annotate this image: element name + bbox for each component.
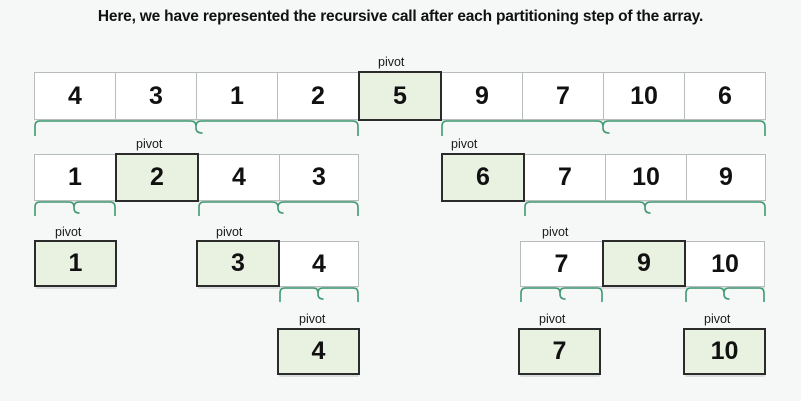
pivot-label-l2-2: pivot bbox=[136, 137, 163, 151]
row3-c-shadow bbox=[522, 286, 765, 289]
brace-l1-right bbox=[441, 120, 766, 136]
page-title: Here, we have represented the recursive … bbox=[97, 8, 704, 25]
brace-l1-left bbox=[34, 120, 359, 136]
pivot-label-l4-10: pivot bbox=[704, 312, 731, 326]
cell-l4-c-0-pivot: 10 bbox=[683, 328, 766, 375]
pivot-label-l1-5: pivot bbox=[378, 55, 405, 69]
cell-l2-left-3: 3 bbox=[279, 154, 359, 201]
row4-b-shadow bbox=[520, 374, 600, 377]
cell-l3-a-0-pivot: 1 bbox=[34, 240, 117, 287]
brace-l3-a bbox=[279, 287, 359, 302]
pivot-label-l3-1: pivot bbox=[55, 225, 82, 239]
row3-a-shadow bbox=[36, 286, 116, 289]
cell-l1-4-pivot: 5 bbox=[358, 71, 442, 121]
cell-l1-6: 7 bbox=[522, 72, 604, 120]
cell-l1-0: 4 bbox=[34, 72, 116, 120]
brace-l3-c bbox=[685, 287, 765, 302]
cell-l3-c-2: 10 bbox=[685, 241, 765, 287]
cell-l3-c-1-pivot: 9 bbox=[602, 240, 686, 287]
brace-l2-c bbox=[524, 201, 766, 216]
brace-l3-b bbox=[520, 287, 603, 302]
pivot-label-l4-4: pivot bbox=[299, 312, 326, 326]
cell-l2-right-3: 9 bbox=[686, 154, 766, 201]
cell-l2-left-0: 1 bbox=[34, 154, 116, 201]
cell-l3-c-0: 7 bbox=[520, 241, 603, 287]
pivot-label-l2-6: pivot bbox=[451, 137, 478, 151]
cell-l3-b-1: 4 bbox=[279, 241, 359, 287]
cell-l1-3: 2 bbox=[277, 72, 359, 120]
row3-b-shadow bbox=[198, 286, 358, 289]
cell-l4-b-0-pivot: 7 bbox=[518, 328, 601, 375]
pivot-label-l3-3: pivot bbox=[216, 225, 243, 239]
cell-l4-a-0-pivot: 4 bbox=[277, 328, 360, 375]
cell-l2-right-2: 10 bbox=[605, 154, 687, 201]
pivot-label-l3-9: pivot bbox=[542, 225, 569, 239]
row4-c-shadow bbox=[685, 374, 765, 377]
row4-a-shadow bbox=[279, 374, 359, 377]
cell-l2-right-0-pivot: 6 bbox=[441, 153, 525, 202]
cell-l1-1: 3 bbox=[115, 72, 197, 120]
cell-l1-2: 1 bbox=[196, 72, 278, 120]
brace-l2-b bbox=[198, 201, 359, 216]
brace-l2-a bbox=[34, 201, 116, 216]
cell-l1-5: 9 bbox=[441, 72, 523, 120]
cell-l1-7: 10 bbox=[603, 72, 685, 120]
pivot-label-l4-7: pivot bbox=[539, 312, 566, 326]
cell-l2-left-1-pivot: 2 bbox=[115, 153, 199, 202]
cell-l2-right-1: 7 bbox=[524, 154, 606, 201]
cell-l3-b-0-pivot: 3 bbox=[196, 240, 280, 287]
cell-l2-left-2: 4 bbox=[198, 154, 280, 201]
cell-l1-8: 6 bbox=[684, 72, 766, 120]
